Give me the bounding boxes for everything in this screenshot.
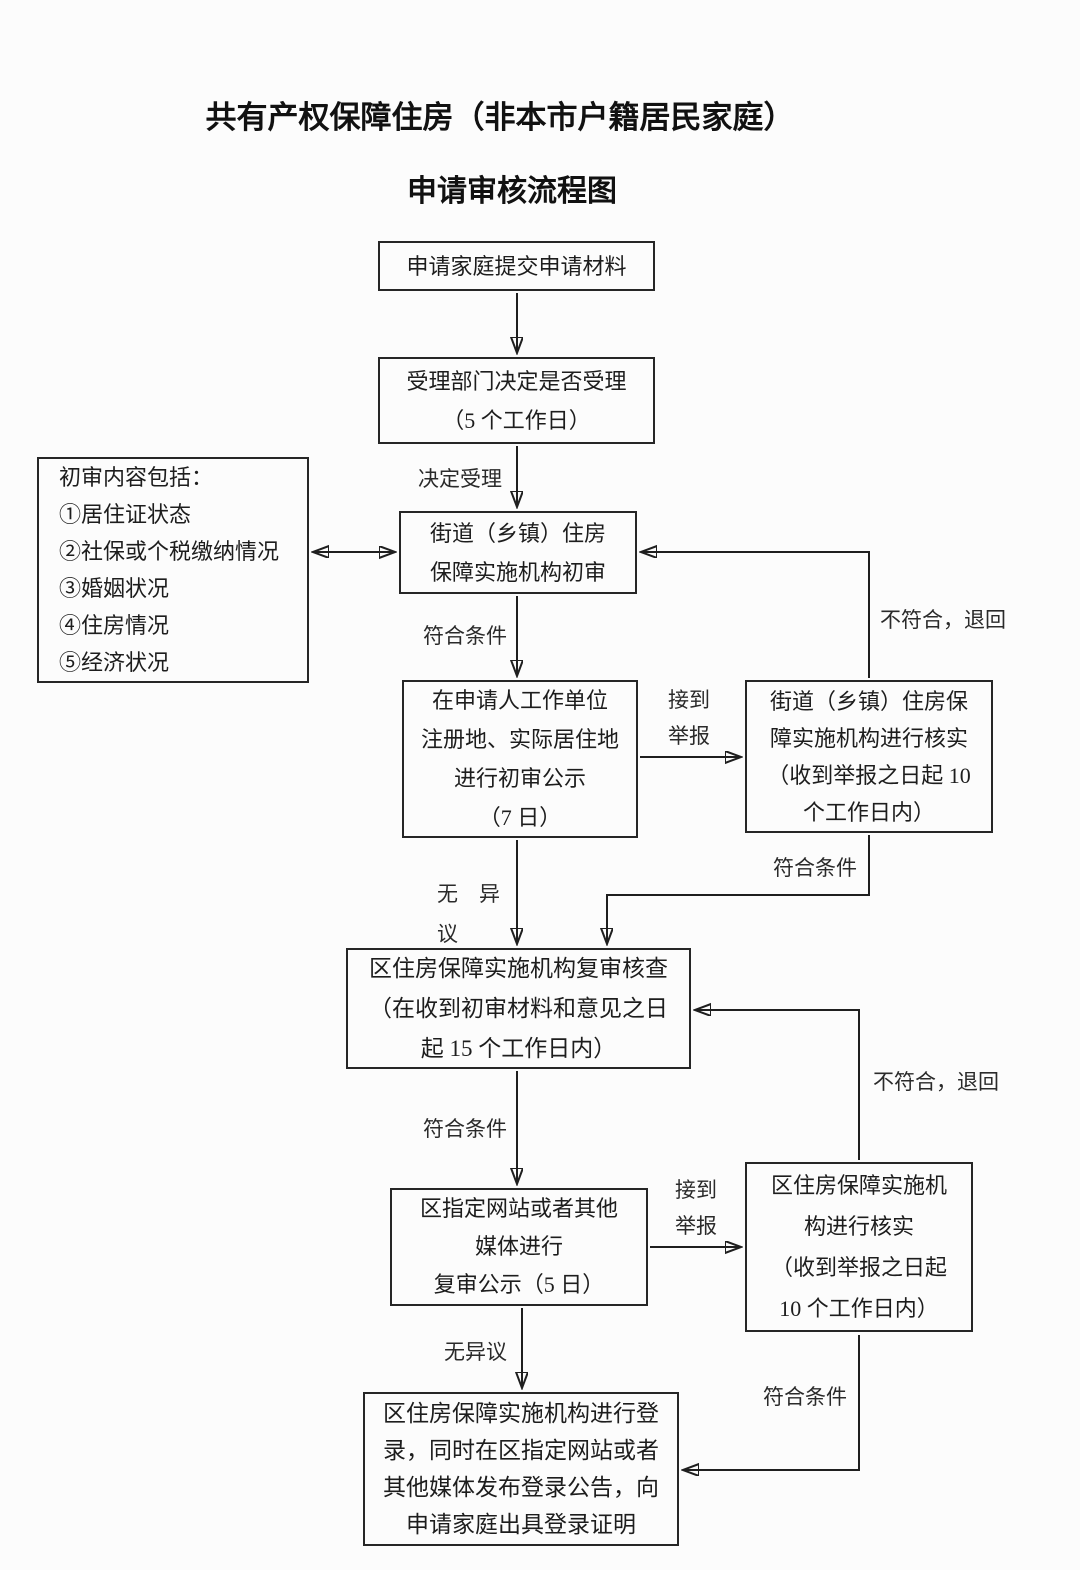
label-no-objection-2: 无异议 bbox=[444, 1340, 507, 1364]
node-text: 注册地、实际居住地 bbox=[420, 727, 619, 752]
node-text: （5 个工作日） bbox=[442, 407, 591, 433]
edge-district-verify-to-registration bbox=[684, 1335, 860, 1470]
node-initial-review-content: 初审内容包括： ①居住证状态 ②社保或个税缴纳情况 ③婚姻状况 ④住房情况 ⑤经… bbox=[37, 457, 309, 683]
label-report-received-1: 接到 举报 bbox=[668, 682, 710, 754]
node-registration: 区住房保障实施机构进行登 录，同时在区指定网站或者 其他媒体发布登录公告，向 申… bbox=[363, 1392, 679, 1546]
node-text: 区指定网站或者其他 bbox=[419, 1196, 618, 1221]
node-district-review: 区住房保障实施机构复审核查 （在收到初审材料和意见之日 起 15 个工作日内） bbox=[346, 948, 691, 1069]
label-text: 举报 bbox=[675, 1214, 717, 1238]
diagram-title: 共有产权保障住房（非本市户籍居民家庭） bbox=[205, 100, 795, 135]
node-text: （收到举报之日起 10 bbox=[767, 762, 971, 788]
node-text: ⑤经济状况 bbox=[59, 650, 170, 675]
label-not-meet-return-1: 不符合，退回 bbox=[880, 608, 1006, 632]
label-text: 接到 bbox=[675, 1178, 717, 1202]
edge-street-verify-to-district-review bbox=[607, 835, 870, 943]
node-text: ④住房情况 bbox=[59, 613, 170, 638]
label-not-meet-return-2: 不符合，退回 bbox=[873, 1070, 999, 1094]
edge-district-verify-return-to-district-review bbox=[696, 1010, 860, 1160]
node-text: 媒体进行 bbox=[474, 1234, 563, 1259]
node-text: 区住房保障实施机 bbox=[770, 1173, 947, 1198]
node-text: 在申请人工作单位 bbox=[431, 688, 608, 713]
label-meet-conditions-1: 符合条件 bbox=[423, 624, 507, 648]
node-text: 10 个工作日内） bbox=[779, 1296, 939, 1321]
node-text: 区住房保障实施机构复审核查 bbox=[369, 955, 668, 981]
node-street-verification: 街道（乡镇）住房保 障实施机构进行核实 （收到举报之日起 10 个工作日内） bbox=[745, 680, 993, 833]
node-text: ②社保或个税缴纳情况 bbox=[59, 539, 280, 564]
node-text: 受理部门决定是否受理 bbox=[406, 368, 627, 394]
node-text: 区住房保障实施机构进行登 bbox=[383, 1401, 659, 1426]
node-text: 街道（乡镇）住房保 bbox=[769, 688, 968, 714]
node-text: 障实施机构进行核实 bbox=[769, 725, 968, 751]
node-street-initial-review: 街道（乡镇）住房 保障实施机构初审 bbox=[399, 511, 637, 594]
label-meet-conditions-4: 符合条件 bbox=[763, 1385, 847, 1409]
node-district-verification: 区住房保障实施机 构进行核实 （收到举报之日起 10 个工作日内） bbox=[745, 1162, 973, 1332]
node-text: 录，同时在区指定网站或者 bbox=[383, 1438, 659, 1463]
node-text: ①居住证状态 bbox=[59, 502, 192, 527]
node-text: 申请家庭出具登录证明 bbox=[406, 1512, 636, 1537]
node-text: 初审内容包括： bbox=[59, 465, 214, 490]
label-text: 接到 bbox=[668, 688, 710, 712]
node-text: 进行初审公示 bbox=[453, 766, 586, 791]
node-initial-publicity: 在申请人工作单位 注册地、实际居住地 进行初审公示 （7 日） bbox=[402, 680, 638, 838]
diagram-subtitle: 申请审核流程图 bbox=[407, 175, 617, 208]
node-text: 构进行核实 bbox=[803, 1214, 914, 1239]
node-submit-materials: 申请家庭提交申请材料 bbox=[378, 241, 655, 291]
node-text: 起 15 个工作日内） bbox=[420, 1035, 617, 1061]
label-text: 议 bbox=[437, 922, 458, 946]
node-text: 街道（乡镇）住房 bbox=[429, 520, 606, 546]
label-meet-conditions-3: 符合条件 bbox=[423, 1117, 507, 1141]
label-meet-conditions-2: 符合条件 bbox=[773, 856, 857, 880]
node-text: （收到举报之日起 bbox=[770, 1255, 947, 1280]
node-text: 其他媒体发布登录公告，向 bbox=[383, 1475, 659, 1500]
label-text: 无 异 bbox=[437, 882, 500, 906]
node-acceptance-decision: 受理部门决定是否受理 （5 个工作日） bbox=[378, 357, 655, 444]
node-text: ③婚姻状况 bbox=[59, 576, 170, 601]
node-review-publicity: 区指定网站或者其他 媒体进行 复审公示（5 日） bbox=[390, 1188, 648, 1306]
label-report-received-2: 接到 举报 bbox=[675, 1172, 717, 1244]
edge-street-verify-return-to-street-review bbox=[642, 552, 870, 678]
node-text: 个工作日内） bbox=[802, 799, 935, 825]
node-text: 复审公示（5 日） bbox=[433, 1272, 605, 1297]
label-no-objection-1: 无 异 议 bbox=[437, 874, 500, 954]
label-decide-accept: 决定受理 bbox=[418, 467, 502, 491]
node-text: （在收到初审材料和意见之日 bbox=[369, 995, 668, 1021]
node-text: （7 日） bbox=[478, 805, 562, 830]
label-text: 举报 bbox=[668, 724, 710, 748]
node-text: 申请家庭提交申请材料 bbox=[406, 253, 627, 279]
node-text: 保障实施机构初审 bbox=[429, 559, 606, 585]
